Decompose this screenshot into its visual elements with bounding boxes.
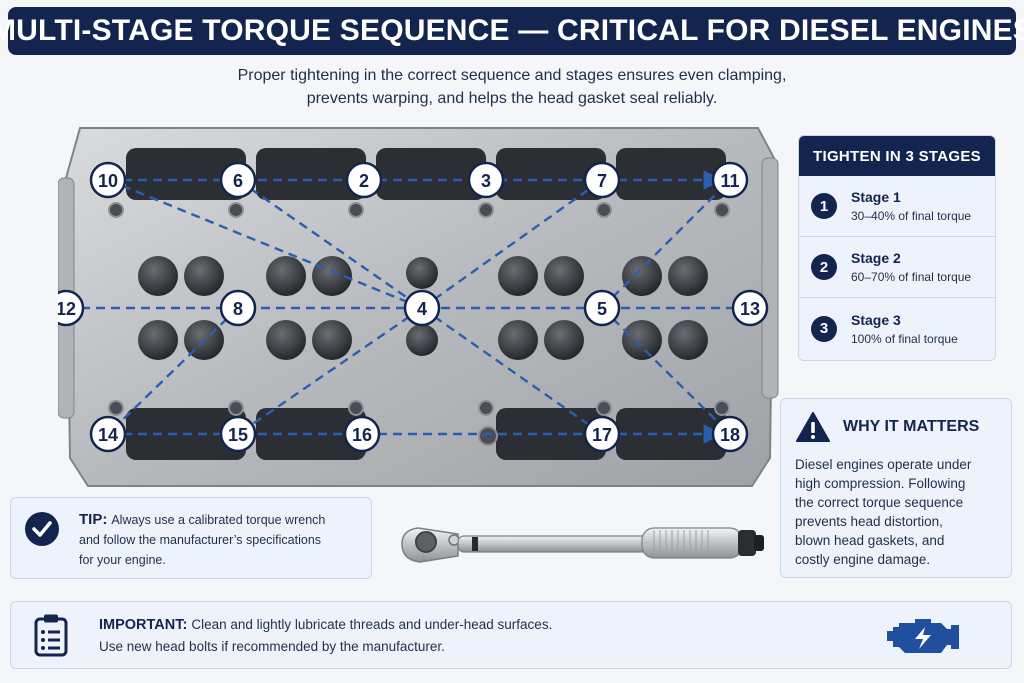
stage-description: 100% of final torque (851, 331, 958, 346)
clipboard-icon (34, 614, 68, 657)
warning-triangle-icon (796, 412, 830, 442)
torque-wrench-illustration (401, 527, 764, 563)
intro-text: Proper tightening in the correct sequenc… (150, 64, 874, 110)
svg-text:10: 10 (98, 171, 118, 191)
why-line: blown head gaskets, and (795, 533, 945, 548)
bolt-10: 10 (89, 161, 127, 199)
stage-description: 30–40% of final torque (851, 209, 972, 223)
stages-card: TIGHTEN IN 3 STAGES 1 Stage 1 30–40% of … (798, 135, 996, 361)
important-text: IMPORTANT:Clean and lightly lubricate th… (99, 614, 552, 657)
intro-line-2: prevents warping, and helps the head gas… (306, 90, 718, 107)
svg-text:4: 4 (417, 299, 427, 319)
bolt-17: 17 (583, 415, 621, 453)
svg-text:18: 18 (720, 425, 740, 445)
stages-title: TIGHTEN IN 3 STAGES (799, 136, 995, 176)
tip-line-2: and follow the manufacturer’s specificat… (79, 533, 322, 547)
svg-text:15: 15 (228, 425, 248, 445)
stage-row-2: 2 Stage 2 60–70% of final torque (799, 237, 995, 298)
stage-name: Stage 3 (851, 311, 901, 328)
bolt-16: 16 (343, 415, 381, 453)
stage-number-badge: 3 (811, 315, 837, 342)
bolt-3: 3 (467, 161, 505, 199)
sequence-lines (66, 170, 757, 444)
cylinder-head-svg: 10 6 2 3 7 11 12 8 (58, 127, 779, 487)
bolt-holes (108, 202, 730, 446)
tip-label: TIP: (79, 511, 108, 528)
stage-name: Stage 2 (851, 250, 901, 266)
why-line: Diesel engines operate under (795, 457, 972, 472)
svg-text:8: 8 (233, 299, 243, 319)
bolt-12: 12 (58, 289, 85, 327)
engine-warning-icon (887, 619, 959, 653)
important-label: IMPORTANT: (99, 616, 188, 633)
why-line: prevents head distortion, (795, 514, 943, 529)
important-card: IMPORTANT:Clean and lightly lubricate th… (10, 601, 1012, 669)
cylinder-head-diagram: 10 6 2 3 7 11 12 8 (58, 118, 780, 498)
why-body: Diesel engines operate under high compre… (795, 455, 997, 569)
tip-card: TIP:Always use a calibrated torque wrenc… (10, 497, 372, 579)
why-line: costly engine damage. (795, 552, 931, 567)
svg-text:5: 5 (597, 299, 607, 319)
svg-text:3: 3 (481, 171, 491, 191)
svg-text:6: 6 (233, 171, 243, 191)
bolt-11: 11 (711, 161, 749, 199)
stage-name: Stage 1 (851, 189, 901, 205)
intro-line-1: Proper tightening in the correct sequenc… (237, 67, 787, 84)
bolt-15: 15 (219, 415, 257, 453)
svg-text:16: 16 (352, 425, 372, 445)
svg-text:14: 14 (98, 425, 118, 445)
why-it-matters-card: WHY IT MATTERS Diesel engines operate un… (780, 398, 1012, 578)
page-title: MULTI-STAGE TORQUE SEQUENCE — CRITICAL F… (0, 14, 1024, 47)
bolt-8: 8 (219, 289, 257, 327)
bolt-4: 4 (403, 289, 441, 327)
bolt-13: 13 (731, 289, 769, 327)
bolt-14: 14 (89, 415, 127, 453)
stage-number-badge: 2 (811, 254, 837, 280)
stage-row-3: 3 Stage 3 100% of final torque (799, 298, 995, 359)
svg-text:7: 7 (597, 171, 607, 191)
bolt-7: 7 (583, 161, 621, 199)
svg-text:11: 11 (720, 171, 739, 191)
bolt-6: 6 (219, 161, 257, 199)
svg-text:17: 17 (592, 425, 612, 445)
svg-text:2: 2 (359, 171, 369, 191)
tip-line-3: for your engine. (79, 553, 166, 567)
stage-number-badge: 1 (811, 193, 837, 219)
svg-text:12: 12 (58, 299, 76, 319)
valve-springs (138, 256, 708, 360)
check-circle-icon (25, 512, 59, 546)
bolt-18: 18 (711, 415, 749, 453)
tip-line-1: Always use a calibrated torque wrench (111, 513, 326, 527)
important-line-2: Use new head bolts if recommended by the… (99, 638, 445, 654)
stage-description: 60–70% of final torque (851, 270, 972, 284)
why-line: the correct torque sequence (795, 495, 964, 510)
why-header: WHY IT MATTERS (795, 411, 997, 443)
tip-text: TIP:Always use a calibrated torque wrenc… (79, 510, 325, 578)
svg-text:13: 13 (740, 299, 760, 319)
why-line: high compression. Following (795, 476, 966, 491)
stage-row-1: 1 Stage 1 30–40% of final torque (799, 176, 995, 237)
bolt-2: 2 (345, 161, 383, 199)
important-line-1: Clean and lightly lubricate threads and … (191, 616, 553, 632)
title-bar: MULTI-STAGE TORQUE SEQUENCE — CRITICAL F… (0, 7, 1024, 55)
why-title: WHY IT MATTERS (843, 418, 980, 435)
bolt-5: 5 (583, 289, 621, 327)
right-boss (761, 157, 779, 399)
